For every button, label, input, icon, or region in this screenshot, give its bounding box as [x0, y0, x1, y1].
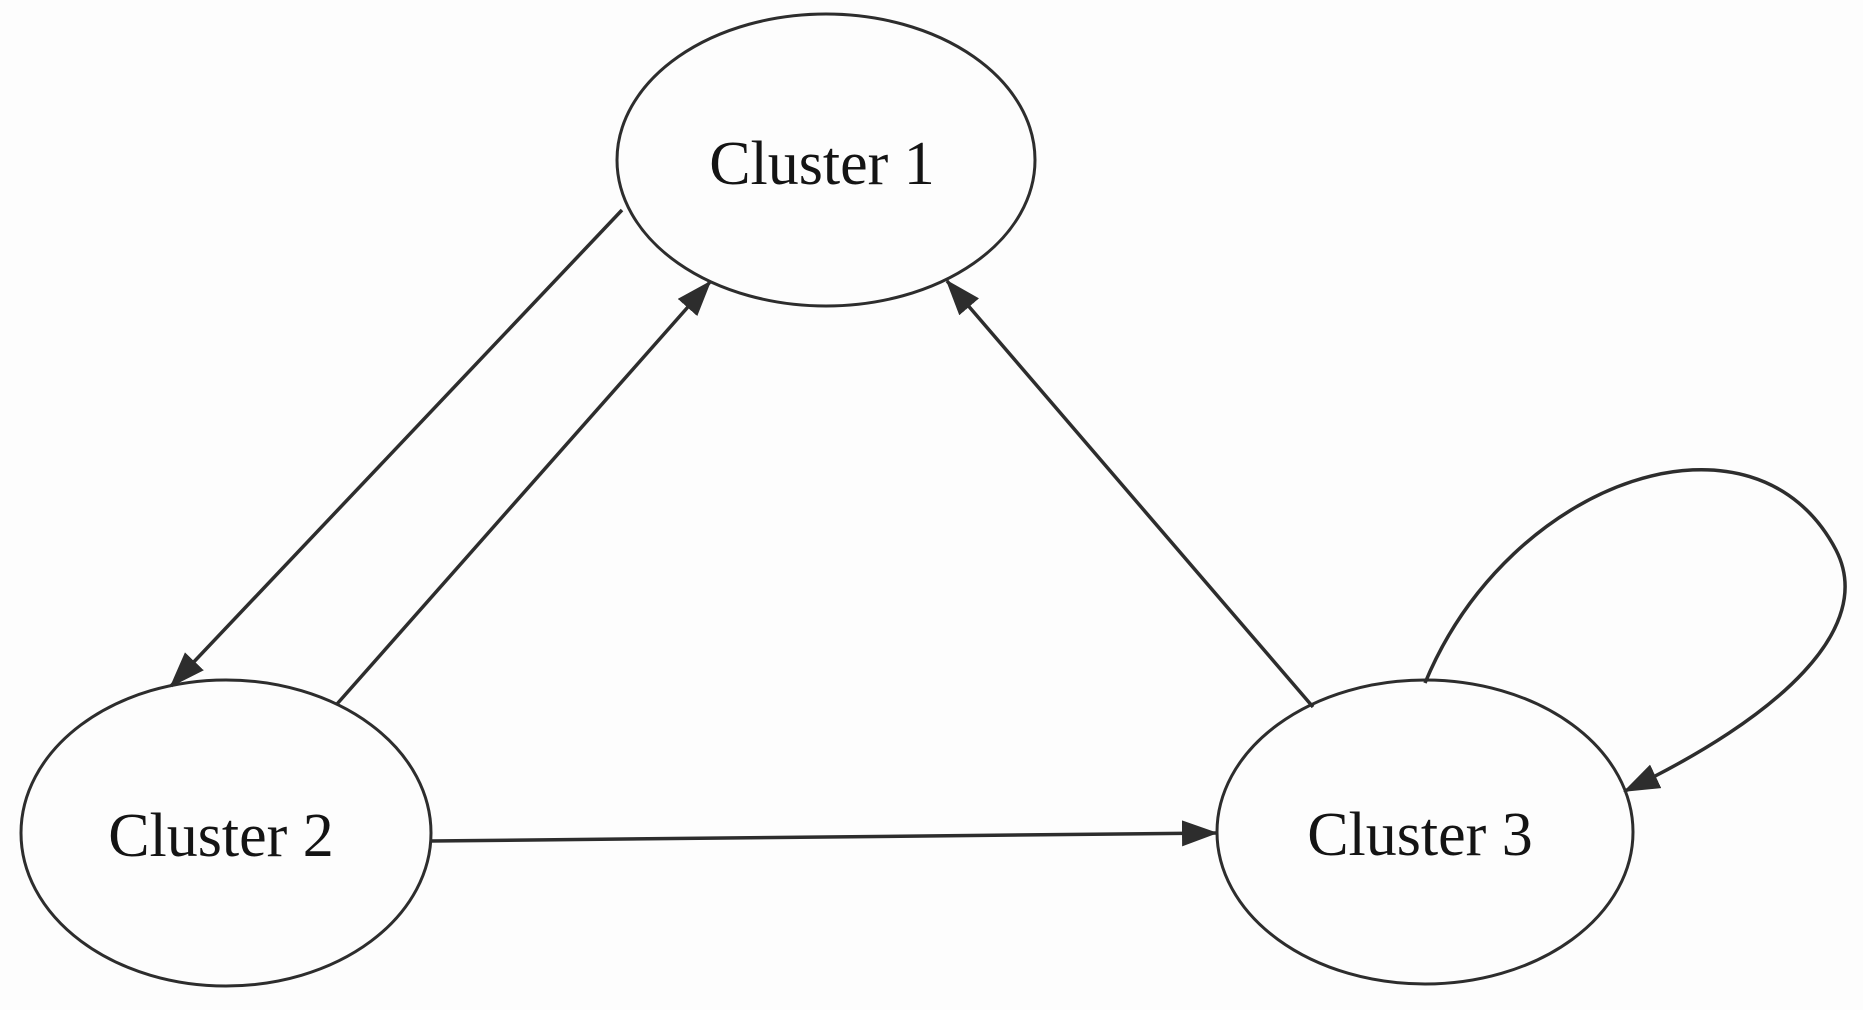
edge-cluster2-to-cluster3	[429, 820, 1218, 847]
cluster-2-label: Cluster 2	[108, 802, 334, 870]
node-cluster-1: Cluster 1	[615, 12, 1037, 308]
cluster-1-label: Cluster 1	[709, 130, 935, 198]
cluster-3-label: Cluster 3	[1307, 801, 1533, 869]
edge-cluster1-to-cluster2	[169, 208, 624, 688]
node-cluster-2: Cluster 2	[19, 678, 433, 988]
cluster-3-ellipse	[1215, 678, 1635, 986]
edge-cluster3-to-cluster1	[945, 279, 1315, 709]
cluster-2-ellipse	[19, 678, 433, 988]
edge-cluster2-to-cluster1	[335, 280, 712, 706]
edges-layer	[169, 208, 1847, 847]
cluster-1-ellipse	[615, 12, 1037, 308]
node-cluster-3: Cluster 3	[1215, 678, 1635, 986]
edge-cluster3-self-loop	[1423, 468, 1847, 793]
